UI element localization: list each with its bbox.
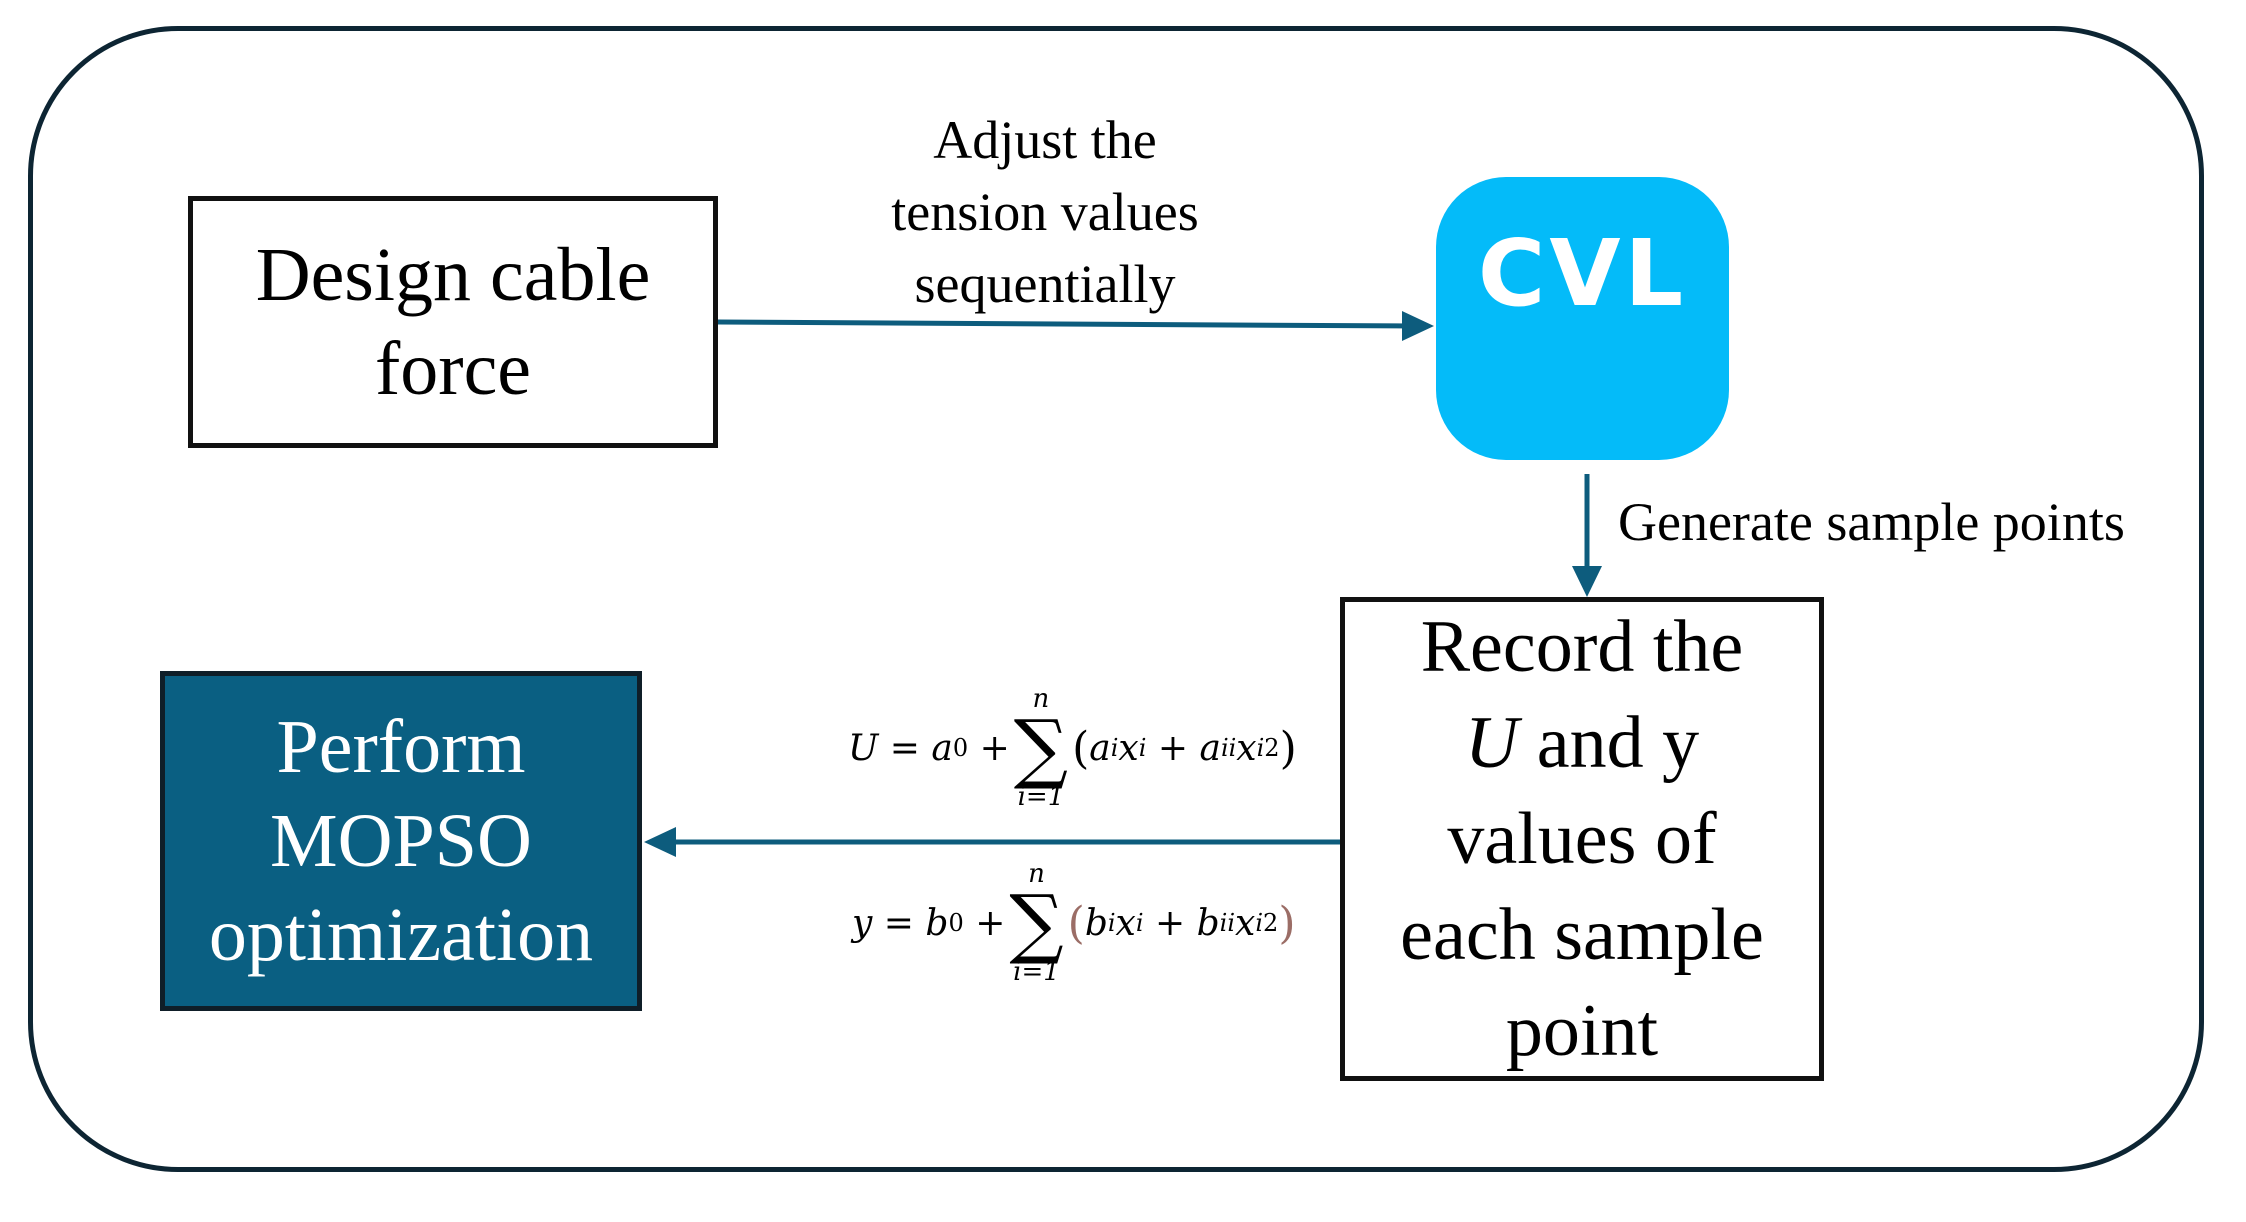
eq-y-close-paren: ) <box>1278 897 1296 949</box>
eq-y-bi: b <box>1084 902 1108 944</box>
design-node-line2: force <box>374 327 532 411</box>
eq-u-xi2: x <box>1236 727 1257 769</box>
eq-u-close-paren: ) <box>1279 722 1297 774</box>
design-node-line1: Design cable <box>255 233 651 317</box>
eq-y-sum-lower: i=1 <box>1013 957 1060 987</box>
eq-u-xi2-sup: 2 <box>1264 734 1280 762</box>
eq-y-lhs: y <box>852 902 873 944</box>
eq-u-aii-sub: ii <box>1220 734 1237 762</box>
mopso-node-line3: optimization <box>208 893 594 977</box>
eq-y-sum-upper: n <box>1028 859 1045 889</box>
eq-u-ai-sub: i <box>1110 734 1119 762</box>
eq-u-ai: a <box>1089 727 1111 769</box>
eq-y-xi2: x <box>1235 902 1256 944</box>
eq-u-equals: = <box>889 727 920 769</box>
eq-y-sigma: ∑ <box>1009 878 1064 967</box>
outer-frame <box>28 26 2204 1172</box>
eq-u-summation: n ∑ i=1 <box>1014 686 1068 810</box>
eq-u-plus2: + <box>1157 727 1189 769</box>
eq-y-open-paren: ( <box>1067 897 1085 949</box>
eq-y-xi: x <box>1115 902 1136 944</box>
generate-sample-points-label: Generate sample points <box>1618 492 2125 552</box>
eq-y-xi-sub: i <box>1135 909 1144 937</box>
record-node-and-y: and y <box>1536 702 1700 784</box>
eq-u-sum-upper: n <box>1032 684 1050 714</box>
eq-y-equals: = <box>883 902 914 944</box>
eq-y-bi-sub: i <box>1107 909 1116 937</box>
eq-u-a0: a <box>931 727 953 769</box>
adjust-label-line1: Adjust the <box>933 110 1157 170</box>
record-node-line2: U and y <box>1400 695 1764 791</box>
mopso-optimization-node: Perform MOPSO optimization <box>160 671 642 1011</box>
eq-u-xi-sub: i <box>1138 734 1147 762</box>
arrow-cvl-to-record <box>1572 474 1602 597</box>
mopso-node-line2: MOPSO <box>270 799 532 883</box>
record-node-line1: Record the <box>1420 606 1744 688</box>
eq-u-xi2-sub: i <box>1256 734 1265 762</box>
eq-u-xi: x <box>1118 727 1139 769</box>
adjust-label-line2: tension values <box>891 182 1199 242</box>
record-node-line3: values of <box>1447 798 1717 880</box>
adjust-label-line3: sequentially <box>914 254 1176 314</box>
eq-u-sigma: ∑ <box>1013 703 1069 792</box>
eq-y-xi2-sub: i <box>1255 909 1264 937</box>
arrow-record-to-mopso <box>644 827 1340 857</box>
record-node-var-u: U <box>1464 702 1519 784</box>
eq-u-aii: a <box>1199 727 1221 769</box>
eq-y-plus: + <box>975 902 1006 944</box>
design-cable-force-node: Design cable force <box>188 196 718 448</box>
eq-y-summation: n ∑ i=1 <box>1009 861 1063 985</box>
eq-y-bii-sub: ii <box>1219 909 1236 937</box>
eq-u-a0-sub: 0 <box>952 734 969 762</box>
adjust-tension-label: Adjust the tension values sequentially <box>830 104 1260 320</box>
eq-u-plus: + <box>979 727 1010 769</box>
record-values-node: Record the U and y values of each sample… <box>1340 597 1824 1081</box>
eq-y-bii: b <box>1196 902 1220 944</box>
eq-u-lhs: U <box>848 727 879 769</box>
eq-u-open-paren: ( <box>1072 722 1090 774</box>
mopso-node-line1: Perform <box>276 705 526 789</box>
cvl-logo-text: CVL <box>1477 220 1688 327</box>
eq-y-b0: b <box>925 902 949 944</box>
arrow-design-to-cvl <box>717 311 1434 341</box>
eq-y-xi2-sup: 2 <box>1263 909 1279 937</box>
eq-u-sum-lower: i=1 <box>1017 782 1065 812</box>
record-node-line4: each sample <box>1400 894 1764 976</box>
eq-y-plus2: + <box>1155 902 1186 944</box>
eq-y-b0-sub: 0 <box>948 909 964 937</box>
record-node-line5: point <box>1505 990 1659 1072</box>
cvl-logo-node: CVL <box>1436 177 1729 460</box>
